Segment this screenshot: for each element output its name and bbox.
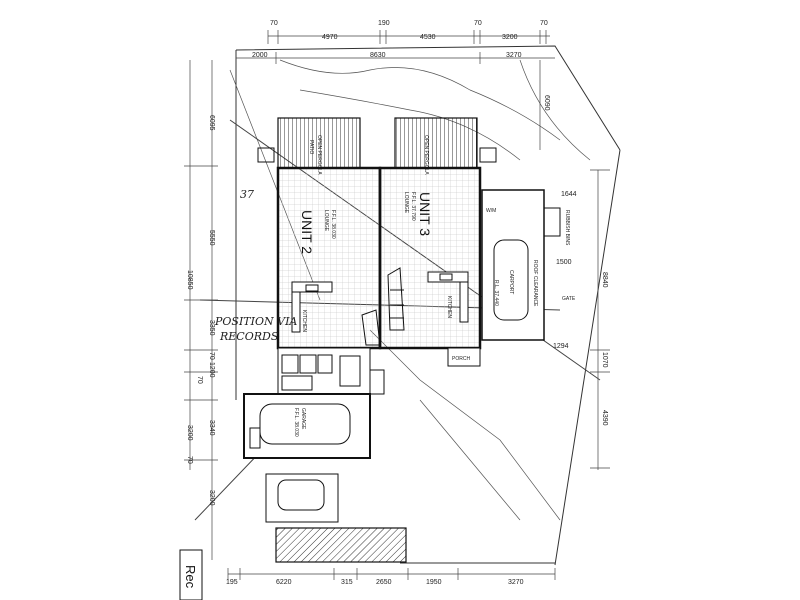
left-dim-6: 1200 [208,362,215,378]
site-boundary [235,45,621,566]
service-area [277,347,371,395]
roof-clearance-label: ROOF CLEARANCE [532,260,538,307]
left-dim-4: 3350 [208,320,215,336]
garage-ffl: F.F.L. 38.030 [293,408,299,437]
garage-label: GARAGE [300,408,306,430]
carport-outline [481,189,545,341]
top-dim-2: 4970 [322,34,338,41]
right-dim-6: 1070 [601,352,608,368]
bottom-dim-6: 3270 [508,579,524,586]
unit3-label: UNIT 3 [417,192,433,236]
kitchen3-label: KITCHEN [446,296,452,318]
bottom-dim-2: 6220 [276,579,292,586]
top-dim-6: 3200 [502,34,518,41]
top-dim-8: 2000 [252,52,268,59]
unit3-lounge: LOUNGE [403,192,409,214]
left-dimension-lines [184,60,218,560]
corner-text: Rec [183,565,198,589]
left-dim-8: 3340 [208,420,215,436]
left-dim-5: 70 [208,352,215,360]
right-dimension-lines [539,60,610,470]
bottom-dim-3: 315 [341,579,353,586]
carport-car [493,239,529,321]
corner-box [179,549,203,600]
wm-label: W/M [486,208,496,214]
records-note: RECORDS [219,330,279,343]
right-dim-2: 1644 [561,191,577,198]
parking-bay [265,473,339,523]
bottom-dim-4: 2650 [376,579,392,586]
bottom-dimension-lines [227,568,556,580]
top-dimension-lines [236,30,555,64]
top-dim-3: 190 [378,20,390,27]
right-dim-7: 4390 [601,410,608,426]
garage-outline [243,393,371,459]
top-dim-1: 70 [270,20,278,27]
right-dim-5: 1294 [553,343,569,350]
unit3-ffl: F.F.L. 37.790 [410,192,416,221]
unit3-porch [447,347,481,367]
rubbish-label: RUBBISH BINS [564,210,570,246]
unit2-kitchen [291,281,333,333]
top-dim-7: 70 [540,20,548,27]
stairs [361,267,405,346]
unit3-kitchen [427,271,469,323]
left-dim-7: 70 [196,376,203,384]
left-dim-2: 5550 [208,230,215,246]
rubbish-bins [543,207,561,237]
carport-label: CARPORT [508,270,514,294]
unit3-steps [479,147,497,163]
unit2-ffl: F.F.L. 38.030 [330,210,336,239]
unit2-porch [369,369,385,395]
top-dim-4: 4530 [420,34,436,41]
unit2-lounge: LOUNGE [323,210,329,232]
handwritten-37: 37 [240,188,254,201]
carport-rl: R.L. 37.440 [493,280,499,306]
unit3-pergola-label: OPEN PERGOLA [423,135,429,175]
left-dim-10: 70 [186,456,193,464]
top-dim-9: 8630 [370,52,386,59]
left-dim-9: 3200 [186,425,193,441]
unit2-label: UNIT 2 [299,210,315,254]
top-dim-5: 70 [474,20,482,27]
right-dim-4: 8840 [601,272,608,288]
kitchen2-label: KITCHEN [301,310,307,332]
right-dim-3: 1500 [556,259,572,266]
left-dim-1: 6095 [208,115,215,131]
right-dim-1: 6090 [543,95,550,111]
left-dim-11: 3200 [208,490,215,506]
garage-car [259,403,351,445]
unit2-patio-label: PATIO [308,140,314,154]
bottom-dim-5: 1950 [426,579,442,586]
bottom-dim-1: 195 [226,579,238,586]
position-note: POSITION VIA [214,315,297,328]
parking-car [277,479,325,511]
unit2-pergola-label: OPEN PERGOLA [316,135,322,175]
porch-label: PORCH [452,356,470,362]
unit2-steps [257,147,275,163]
gate-label: GATE [562,296,576,302]
garage-bins [249,427,261,449]
left-dim-3: 10850 [186,270,193,290]
boundary-strip [275,527,407,563]
unit2-pergola [277,117,361,169]
unit3-pergola [394,117,478,169]
top-dim-10: 3270 [506,52,522,59]
